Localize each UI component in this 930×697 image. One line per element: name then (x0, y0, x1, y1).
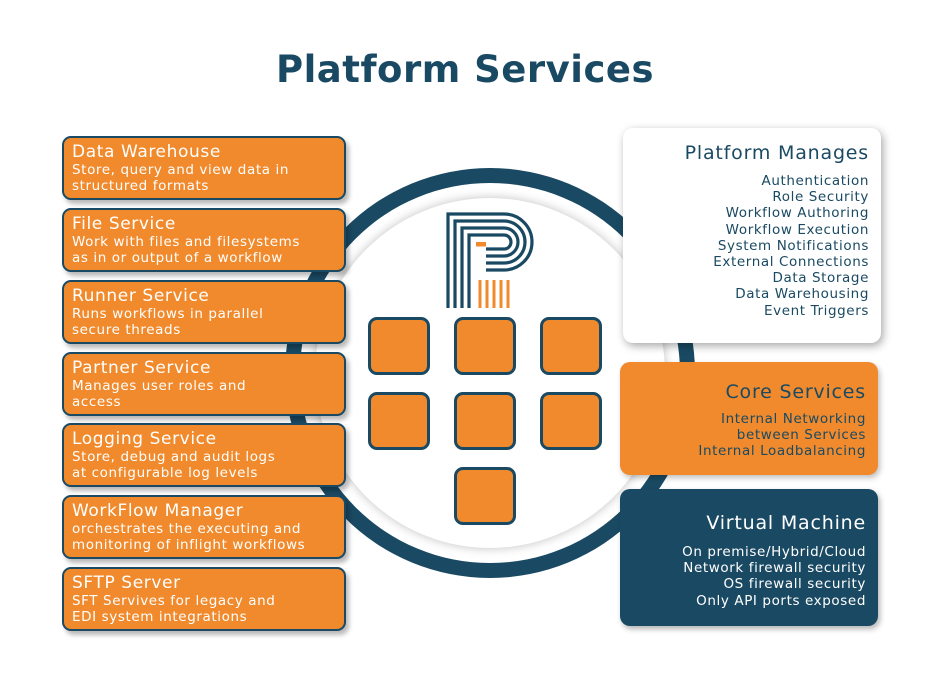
panel-item: Data Warehousing (735, 286, 869, 303)
panel-item: Only API ports exposed (696, 592, 866, 609)
service-name: File Service (72, 214, 176, 234)
service-desc-line: access (72, 394, 122, 410)
module-tile (454, 392, 516, 450)
service-name: Data Warehouse (72, 142, 221, 162)
service-card-sftp-server: SFTP Server SFT Servives for legacy and … (62, 567, 346, 631)
panel-title: Core Services (725, 381, 866, 403)
module-tile (368, 392, 430, 450)
panel-title: Platform Manages (684, 142, 869, 164)
service-name: WorkFlow Manager (72, 501, 244, 521)
module-tile (368, 317, 430, 375)
diagram-title: Platform Services (276, 48, 654, 91)
panel-item: On premise/Hybrid/Cloud (682, 544, 866, 560)
module-tile (454, 467, 516, 525)
service-desc-line: Store, query and view data in (72, 162, 289, 178)
panel-item: Workflow Execution (725, 221, 869, 238)
panel-item: Internal Networking (721, 411, 866, 427)
virtual-machine-panel: Virtual Machine On premise/Hybrid/Cloud … (620, 489, 878, 626)
service-name: SFTP Server (72, 573, 181, 593)
service-desc-line: SFT Servives for legacy and (72, 593, 276, 609)
panel-item: System Notifications (717, 237, 869, 254)
service-desc-line: secure threads (72, 322, 181, 338)
service-card-workflow-manager: WorkFlow Manager orchestrates the execut… (62, 495, 346, 559)
service-name: Runner Service (72, 286, 210, 306)
service-card-runner-service: Runner Service Runs workflows in paralle… (62, 280, 346, 344)
service-desc-line: monitoring of inflight workflows (72, 537, 306, 553)
service-desc-line: Manages user roles and (72, 378, 247, 394)
service-desc-line: Runs workflows in parallel (72, 306, 264, 322)
service-desc-line: structured formats (72, 178, 209, 194)
panel-item: External Connections (713, 254, 869, 271)
panel-item: Network firewall security (683, 560, 866, 577)
service-desc-line: EDI system integrations (72, 609, 248, 625)
panel-item: Internal Loadbalancing (698, 443, 866, 460)
service-desc-line: as in or output of a workflow (72, 250, 283, 266)
service-name: Logging Service (72, 429, 217, 449)
panel-item: OS firewall security (723, 576, 866, 593)
platform-manages-panel: Platform Manages Authentication Role Sec… (623, 128, 881, 343)
panel-item: Event Triggers (764, 302, 869, 319)
module-tile (540, 317, 602, 375)
service-card-logging-service: Logging Service Store, debug and audit l… (62, 423, 346, 487)
core-services-panel: Core Services Internal Networking betwee… (620, 362, 878, 475)
service-card-data-warehouse: Data Warehouse Store, query and view dat… (62, 136, 346, 200)
service-card-file-service: File Service Work with files and filesys… (62, 208, 346, 272)
panel-title: Virtual Machine (706, 512, 866, 534)
panel-item: Authentication (761, 173, 869, 189)
module-tile (454, 317, 516, 375)
module-tile (540, 392, 602, 450)
service-desc-line: orchestrates the executing and (72, 521, 302, 537)
panel-item: between Services (736, 427, 866, 444)
panel-item: Workflow Authoring (725, 205, 869, 222)
panel-item: Role Security (772, 189, 869, 206)
service-desc-line: at configurable log levels (72, 465, 259, 481)
platform-logo-icon (446, 212, 534, 308)
panel-item: Data Storage (772, 270, 869, 287)
service-desc-line: Store, debug and audit logs (72, 449, 276, 465)
service-name: Partner Service (72, 358, 212, 378)
service-desc-line: Work with files and filesystems (72, 234, 300, 250)
service-card-partner-service: Partner Service Manages user roles and a… (62, 352, 346, 416)
